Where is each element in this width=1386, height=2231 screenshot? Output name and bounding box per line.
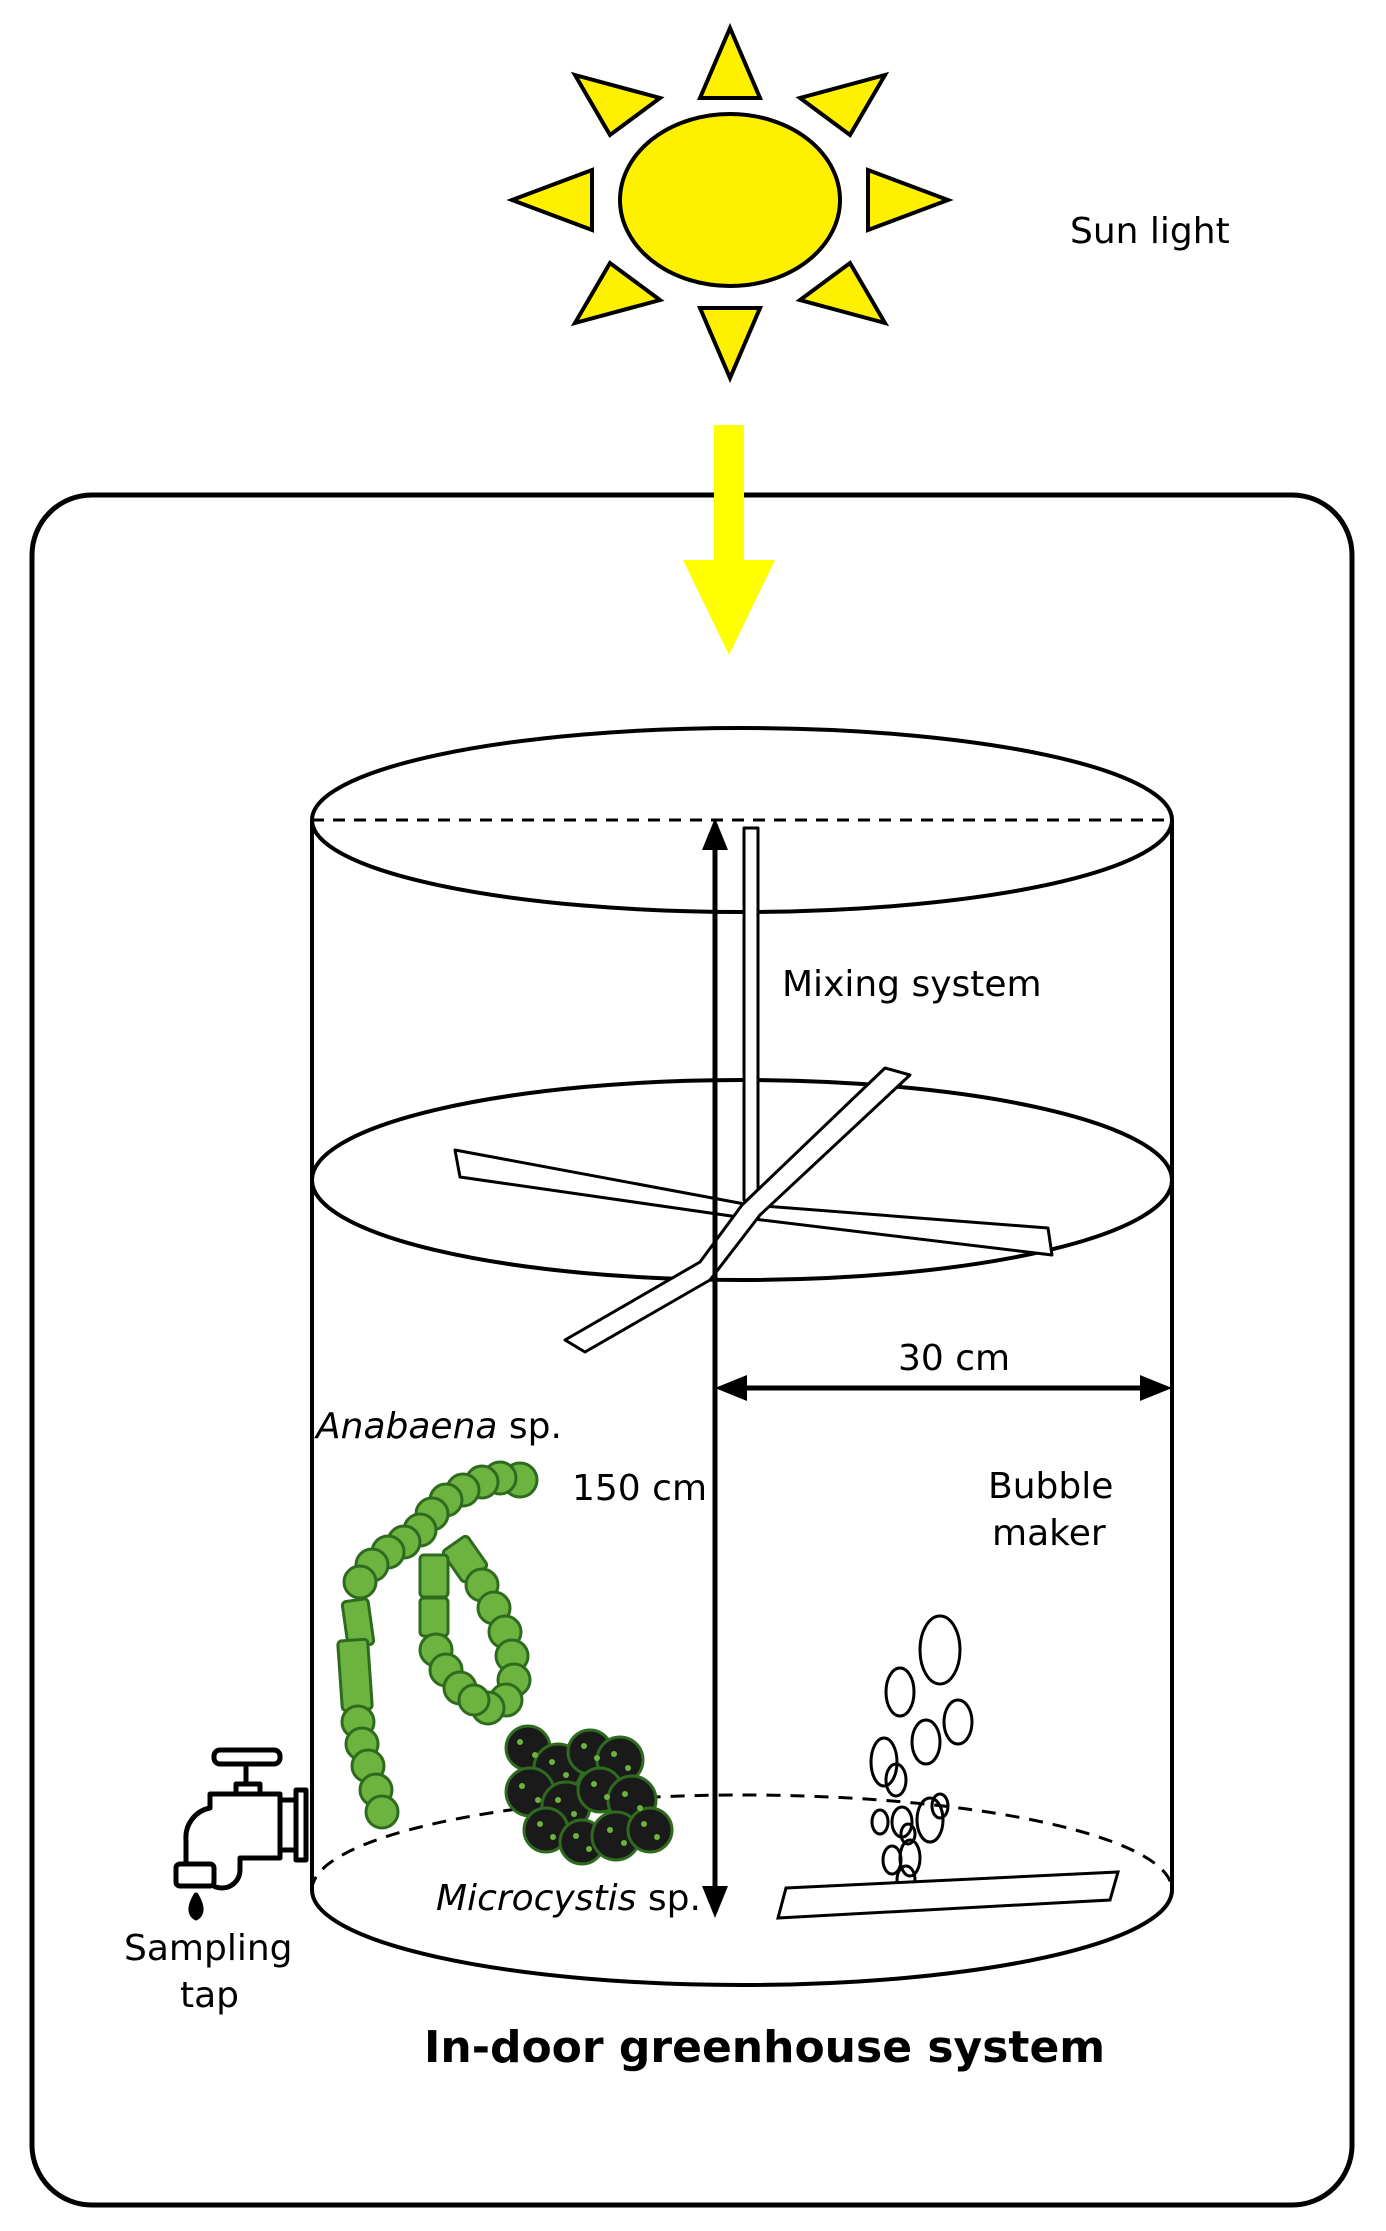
height-label: 150 cm — [572, 1468, 707, 1509]
microcystis-colony-icon — [504, 1724, 674, 1866]
bubbles — [869, 1614, 974, 1896]
sampling-tap-label-line2: tap — [180, 1975, 239, 2016]
anabaena-label: Anabaena sp. — [314, 1406, 562, 1447]
microcystis-genus: Microcystis — [436, 1878, 636, 1919]
tank-cylinder — [310, 726, 1174, 1987]
bubble-maker-label-line2: maker — [992, 1513, 1106, 1554]
water-surface — [310, 1078, 1174, 1282]
bubble-maker-label-line1: Bubble — [988, 1466, 1113, 1507]
system-title: In-door greenhouse system — [424, 2022, 1105, 2073]
anabaena-filament-icon — [336, 1460, 539, 1830]
width-label: 30 cm — [898, 1338, 1010, 1379]
greenhouse-frame — [29, 492, 1355, 2208]
microcystis-cell-dots — [517, 1739, 660, 1852]
sunlight-arrow — [683, 425, 775, 655]
height-dimension-arrow — [702, 818, 728, 1918]
microcystis-label: Microcystis sp. — [436, 1878, 701, 1919]
tank-bottom-back-edge — [310, 1793, 1174, 1891]
anabaena-genus: Anabaena — [314, 1406, 497, 1447]
bubble-maker-plate — [776, 1870, 1121, 1920]
mixing-system — [453, 826, 1054, 1354]
sampling-tap-label-line1: Sampling — [124, 1928, 293, 1969]
mixing-system-label: Mixing system — [782, 964, 1042, 1005]
sampling-tap-icon — [173, 1747, 309, 1921]
anabaena-suffix: sp. — [497, 1406, 562, 1447]
width-dimension-arrow — [715, 1375, 1172, 1401]
sun-icon — [506, 22, 954, 384]
sun-light-label: Sun light — [1070, 211, 1230, 252]
microcystis-suffix: sp. — [636, 1878, 701, 1919]
